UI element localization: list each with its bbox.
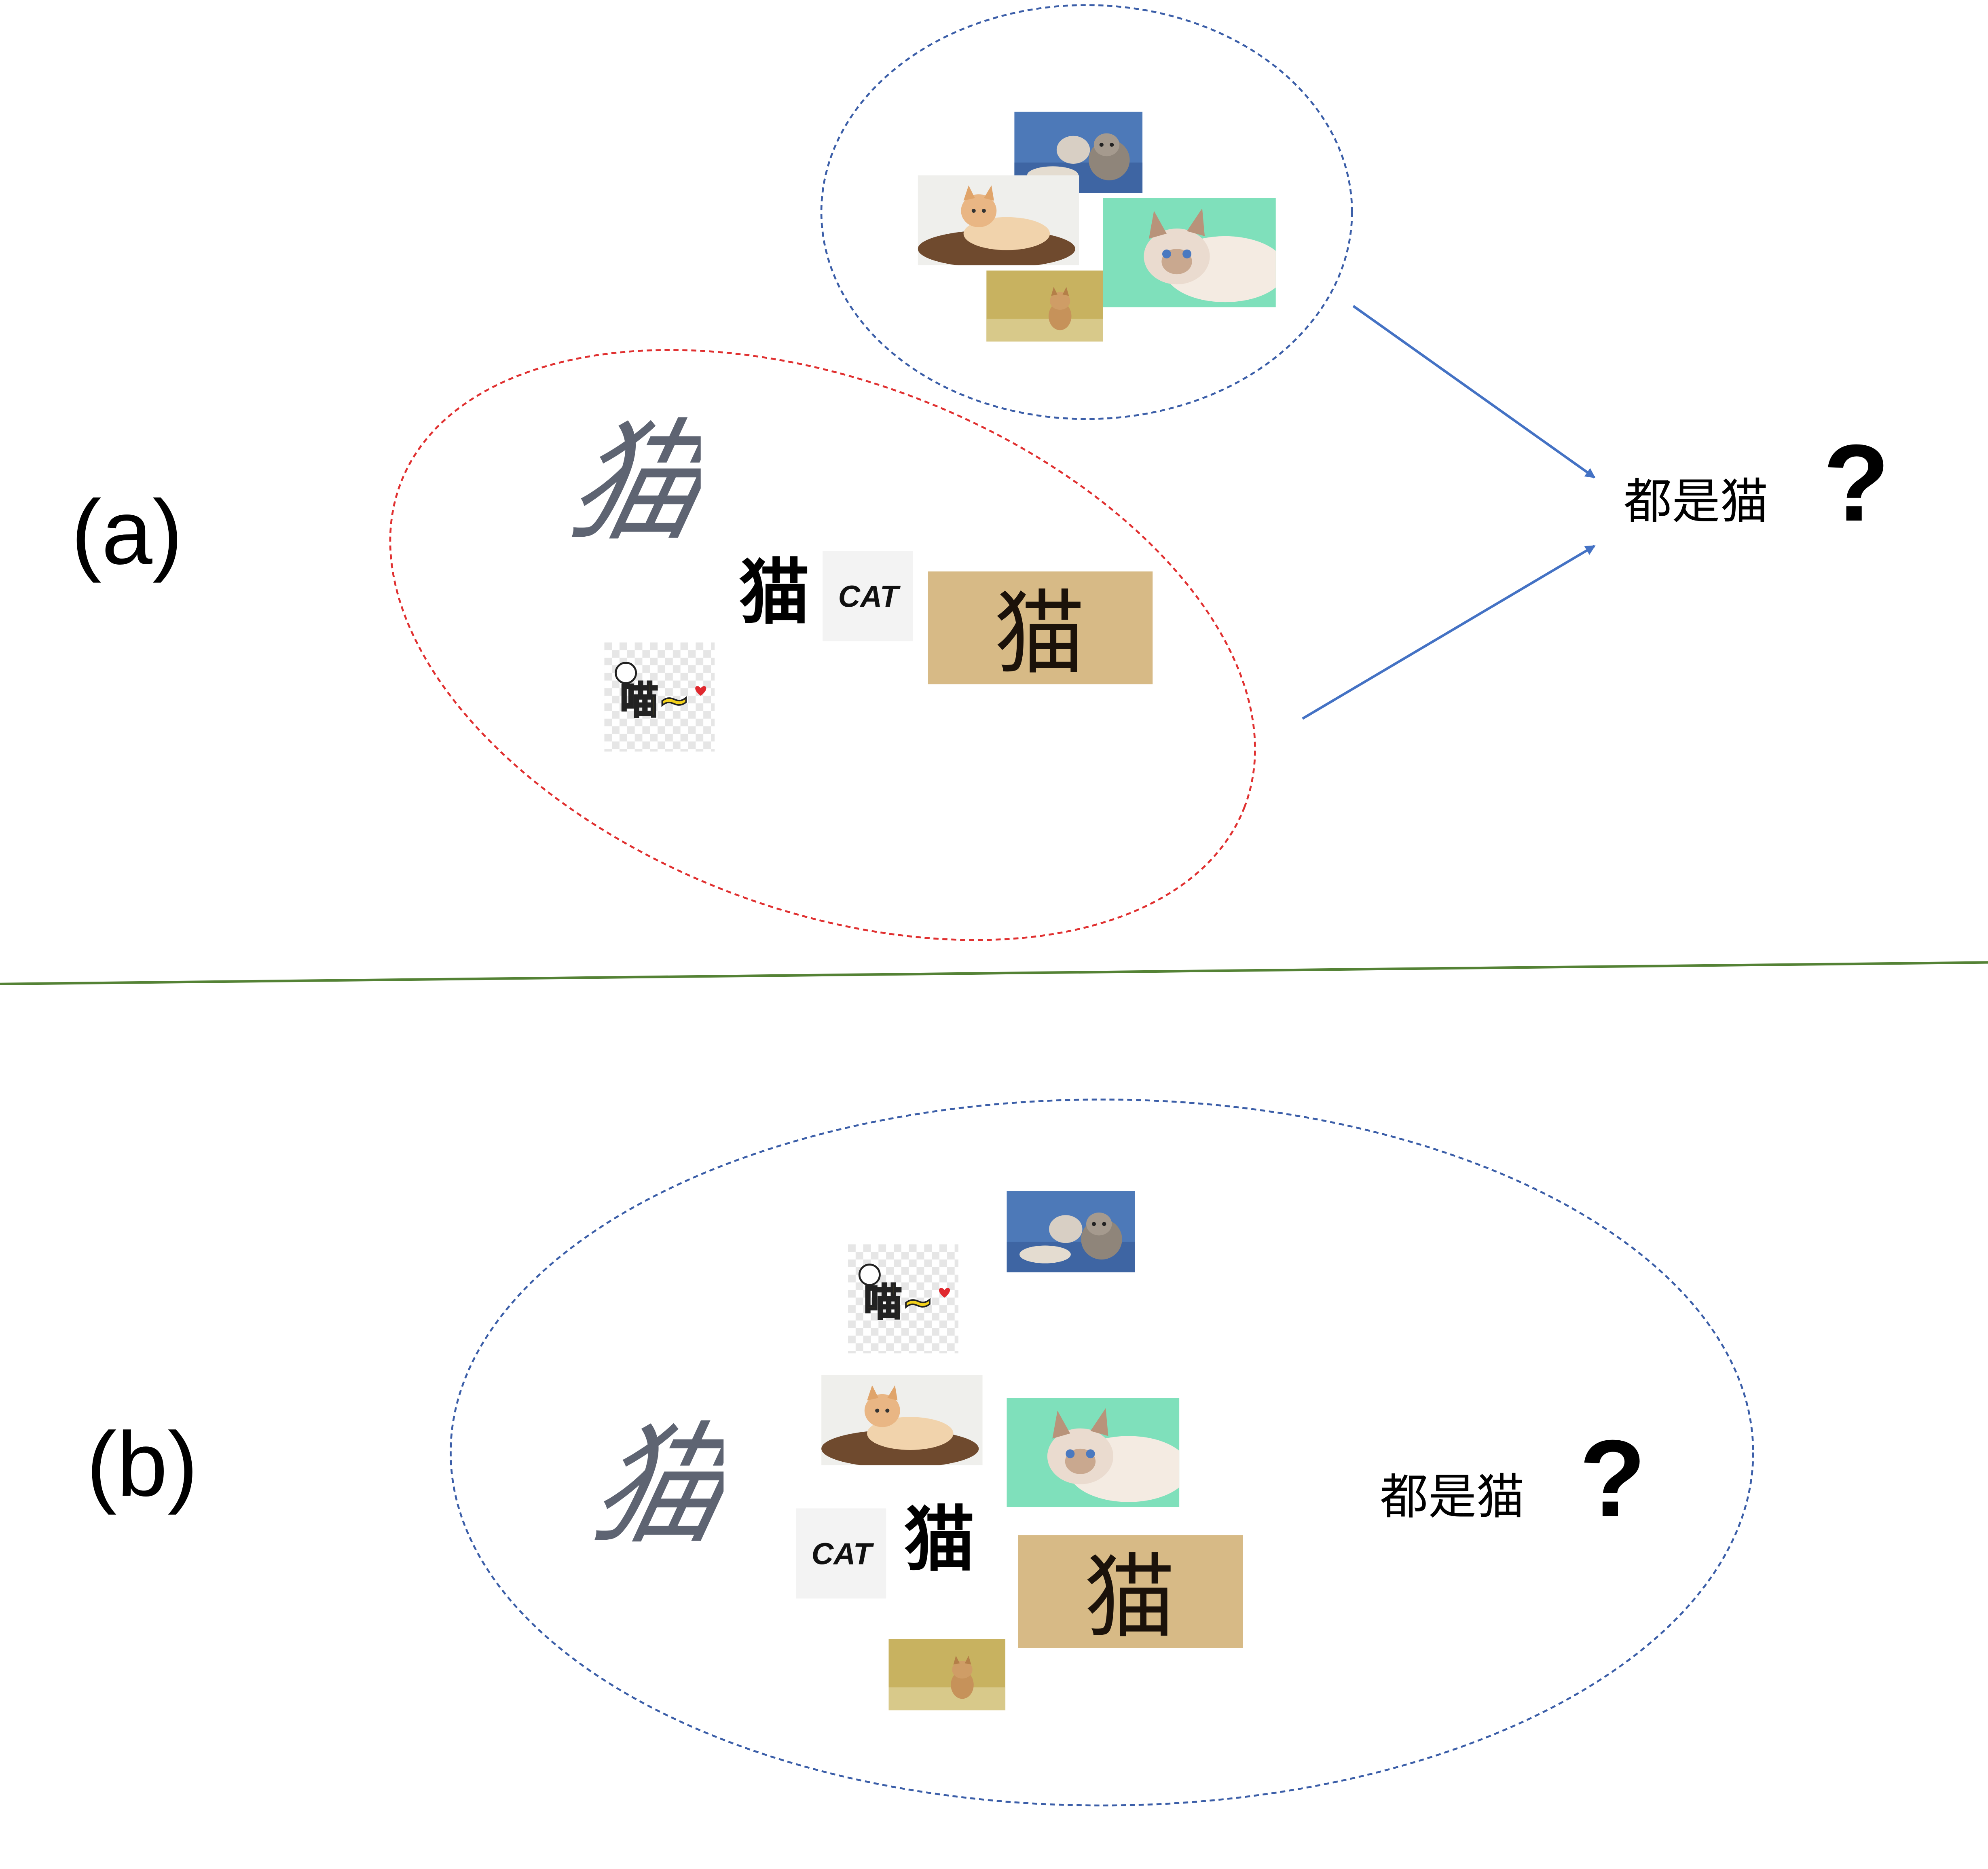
panel-b-label: (b) — [86, 1414, 198, 1516]
combined-cluster-ellipse — [450, 1099, 1754, 1807]
seal-script-cat-character: 猫 — [1018, 1535, 1243, 1648]
bold-cat-character: 猫 — [736, 551, 812, 627]
cat-logo: CAT — [796, 1508, 886, 1599]
meow-sticker-text: 喵~ — [864, 1281, 934, 1325]
seal-cat-glyph: 猫 — [1084, 1545, 1176, 1648]
seal-cat-glyph: 猫 — [994, 581, 1085, 684]
panel-a-question: 都是猫 — [1624, 473, 1768, 530]
arrow-from-photos — [1352, 305, 1596, 478]
cat-photo-ragdoll — [1103, 198, 1276, 307]
cat-photo-orange-kitten-bed — [918, 175, 1079, 266]
brush-cat-character: 猫 — [582, 1417, 724, 1552]
bold-cat-character: 猫 — [901, 1498, 977, 1574]
cat-logo-text: CAT — [812, 1537, 874, 1571]
meow-sticker: 喵~ — [848, 1244, 959, 1354]
panel-a-question-mark: ? — [1823, 423, 1890, 545]
panel-a-label: (a) — [71, 482, 183, 584]
meow-sticker-text: 喵~ — [620, 679, 690, 723]
cat-logo: CAT — [823, 551, 913, 641]
bold-cat-glyph: 猫 — [904, 1499, 975, 1574]
cat-photo-ragdoll — [1007, 1398, 1180, 1507]
brush-cat-glyph: 猫 — [558, 414, 701, 548]
arrow-from-text — [1302, 545, 1596, 720]
cat-photo-two-kittens — [1007, 1191, 1135, 1272]
cat-photo-tabby-kitten — [986, 270, 1103, 342]
photo-cluster-ellipse — [820, 4, 1353, 420]
brush-cat-glyph: 猫 — [582, 1417, 724, 1552]
panel-b-question-mark: ? — [1579, 1418, 1646, 1540]
bold-cat-glyph: 猫 — [739, 552, 810, 627]
text-cluster-ellipse — [389, 349, 1256, 941]
cat-photo-tabby-kitten — [888, 1639, 1006, 1710]
cat-logo-text: CAT — [838, 580, 901, 614]
seal-script-cat-character: 猫 — [928, 571, 1153, 685]
panel-divider — [0, 961, 1988, 986]
brush-cat-character: 猫 — [558, 414, 701, 548]
meow-sticker: 喵~ — [604, 642, 715, 752]
panel-b-question: 都是猫 — [1380, 1469, 1525, 1525]
cat-photo-orange-kitten-bed — [821, 1375, 983, 1465]
